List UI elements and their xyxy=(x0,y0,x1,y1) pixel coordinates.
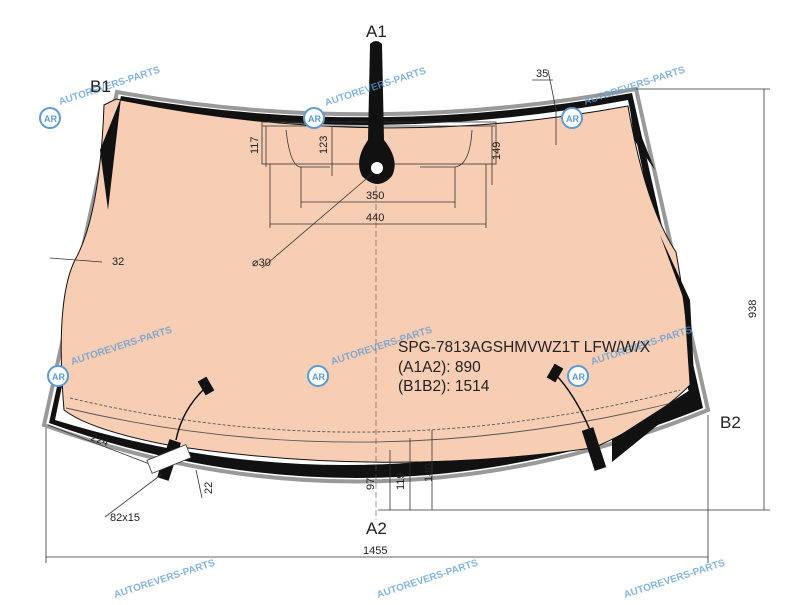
dimline-22 xyxy=(195,469,203,499)
dim-117: 117 xyxy=(249,136,261,154)
leader-82x15 xyxy=(104,473,163,518)
watermark-logo-6: AR xyxy=(567,365,589,387)
dimline-32 xyxy=(49,257,103,263)
dim-1455: 1455 xyxy=(363,545,387,557)
leader-mirror-hole xyxy=(261,173,373,269)
part-code: SPG-7813AGSHMVWZ1T LFW/W/X xyxy=(398,339,651,356)
mirror-hole xyxy=(371,162,383,174)
watermark-logo-4: AR xyxy=(47,365,69,387)
dim-32: 32 xyxy=(112,256,124,268)
label-a1: A1 xyxy=(366,22,387,41)
watermark-text-7: AUTOREVERS-PARTS xyxy=(113,558,217,600)
dim-35: 35 xyxy=(536,68,548,80)
dim-123: 123 xyxy=(318,136,330,154)
heated-band-line xyxy=(65,399,685,443)
dim-440: 440 xyxy=(366,212,384,224)
dim-119: 119 xyxy=(395,472,407,490)
watermark-logo-5: AR xyxy=(307,365,329,387)
watermark-logo-1: AR xyxy=(39,107,61,129)
frit-right-band xyxy=(612,235,695,462)
mirror-bracket xyxy=(359,41,395,184)
frit-corner-right xyxy=(630,108,655,170)
watermark-logo-letters: AR xyxy=(566,114,579,124)
dim-938: 938 xyxy=(747,300,759,318)
label-a2: A2 xyxy=(366,519,387,538)
watermark-logo-letters: AR xyxy=(572,372,585,382)
heating-lead-left xyxy=(175,387,206,441)
watermark-logo-letters: AR xyxy=(44,114,57,124)
heating-lead-right xyxy=(555,374,591,431)
dimline-35 xyxy=(547,69,557,111)
watermark-logo-2: AR xyxy=(303,107,325,129)
watermark-logo-letters: AR xyxy=(52,372,65,382)
dim-149: 149 xyxy=(491,142,503,160)
watermark-text-8: AUTOREVERS-PARTS xyxy=(376,558,480,600)
b1b2-distance: (B1B2): 1514 xyxy=(398,378,490,395)
label-b2: B2 xyxy=(720,413,741,432)
connector-left-plug xyxy=(197,376,215,396)
dim-mirror-hole: ⌀30 xyxy=(252,257,271,269)
frit-corner-left xyxy=(100,98,121,210)
dim-140: 140 xyxy=(423,464,435,482)
label-b1: B1 xyxy=(90,77,111,96)
watermark-logo-letters: AR xyxy=(308,114,321,124)
dim-97: 97 xyxy=(365,478,377,490)
dim-350: 350 xyxy=(366,190,384,202)
connector-right-plug xyxy=(546,363,564,383)
connector-left-box xyxy=(146,444,192,474)
watermark-text-9: AUTOREVERS-PARTS xyxy=(623,558,727,600)
heated-band-dashed xyxy=(69,389,681,433)
watermark-logo-3: AR xyxy=(561,107,583,129)
dim-82x15: 82x15 xyxy=(110,512,140,524)
dim-224: 224 xyxy=(89,432,110,450)
dimline-224 xyxy=(47,424,161,469)
dim-22: 22 xyxy=(203,482,215,494)
a1a2-distance: (A1A2): 890 xyxy=(398,359,481,376)
watermark-logo-letters: AR xyxy=(312,372,325,382)
connector-right-tab xyxy=(581,427,607,471)
